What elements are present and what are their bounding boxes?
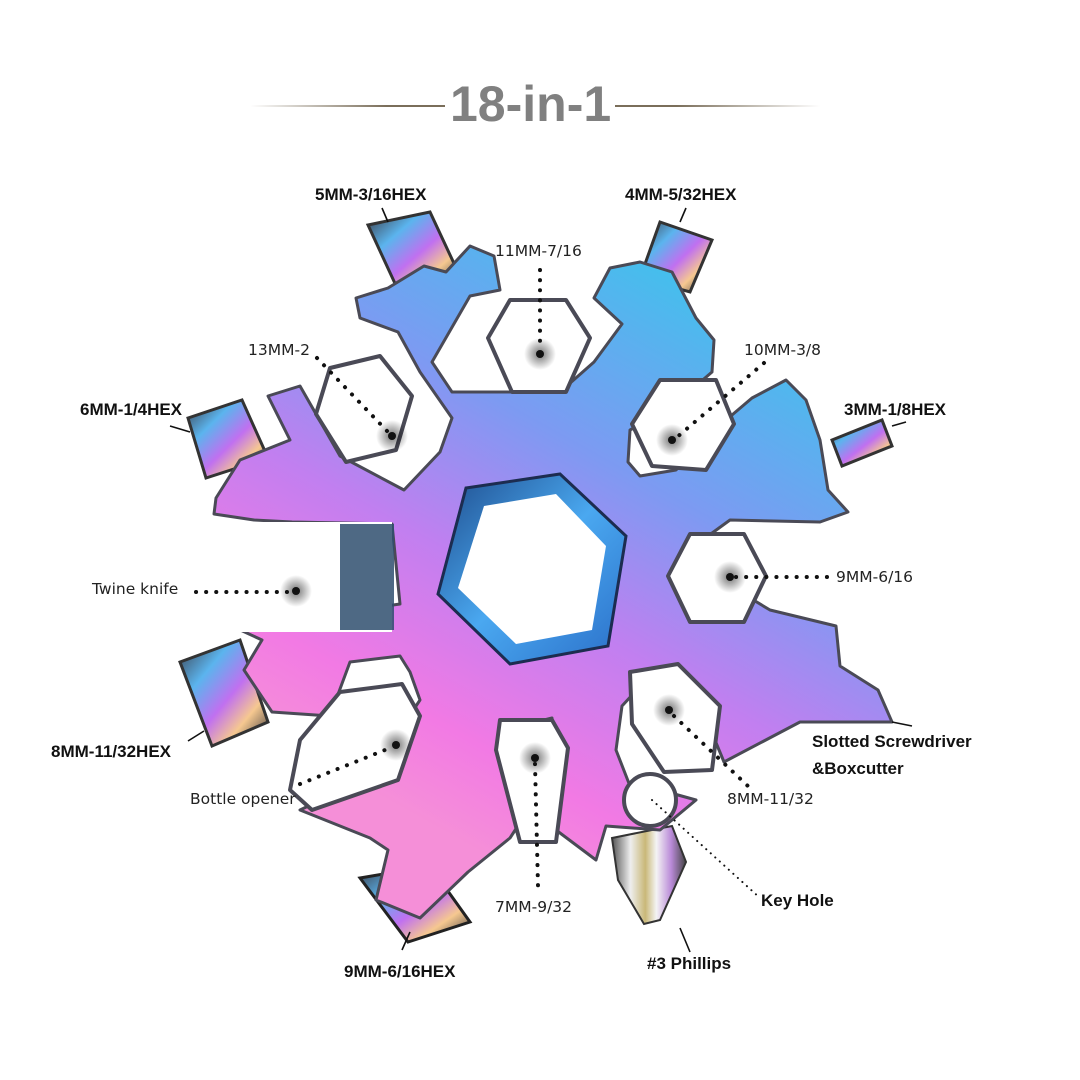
title-banner: 18-in-1: [250, 72, 820, 136]
label-wrench-7mm: 7MM-9/32: [495, 898, 573, 916]
keyhole-leader-line: [651, 799, 761, 899]
label-wrench-11mm: 11MM-7/16: [495, 242, 582, 260]
label-hex-4mm: 4MM-5/32HEX: [625, 185, 737, 204]
key-hole: [622, 772, 678, 828]
hex-bit-3mm: [830, 418, 894, 468]
label-hex-6mm: 6MM-1/4HEX: [80, 400, 183, 419]
phillips-bit: [610, 824, 688, 926]
label-twine-knife: Twine knife: [92, 580, 179, 598]
label-hex-8mm: 8MM-11/32HEX: [51, 742, 171, 761]
label-wrench-8mm: 8MM-11/32: [727, 790, 814, 808]
title-rule-right: [615, 105, 820, 107]
slot-10mm: [630, 378, 736, 472]
label-wrench-13mm: 13MM-2: [248, 341, 310, 359]
solid-leader-ticks: [169, 207, 913, 953]
label-hex-3mm: 3MM-1/8HEX: [844, 400, 947, 419]
callout-pointers: [280, 338, 746, 774]
label-hex-5mm: 5MM-3/16HEX: [315, 185, 427, 204]
label-key-hole: Key Hole: [761, 891, 834, 910]
page-title: 18-in-1: [450, 76, 612, 132]
label-slotted-screwdriver: Slotted Screwdriver &Boxcutter: [812, 728, 982, 782]
label-slotted-line1: Slotted Screwdriver: [812, 732, 972, 751]
label-phillips: #3 Phillips: [647, 954, 732, 973]
bottle-opener-slot: [288, 682, 422, 812]
label-wrench-10mm: 10MM-3/8: [744, 341, 822, 359]
label-bottle-opener: Bottle opener: [190, 790, 296, 808]
dotted-leader-lines: [194, 268, 830, 888]
label-slotted-line2: &Boxcutter: [812, 759, 904, 778]
center-hex-hole: [436, 472, 628, 666]
label-hex-9mm: 9MM-6/16HEX: [344, 962, 456, 981]
slot-7mm: [494, 718, 570, 844]
twine-knife-blade: [340, 524, 394, 630]
title-rule-left: [250, 105, 445, 107]
label-wrench-9mm: 9MM-6/16: [836, 568, 914, 586]
